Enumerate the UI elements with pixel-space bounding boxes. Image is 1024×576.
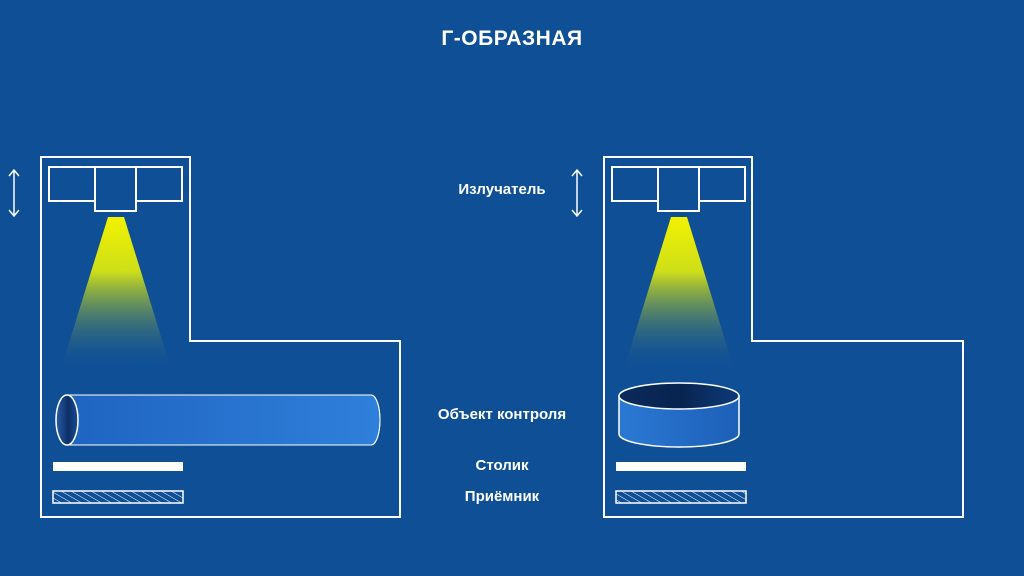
left-emitter xyxy=(48,166,183,212)
left-object-tube xyxy=(55,394,381,446)
left-receiver xyxy=(52,490,184,504)
double-arrow-vertical-icon xyxy=(8,168,20,218)
right-emitter-nozzle xyxy=(657,166,700,212)
right-beam xyxy=(623,217,735,372)
right-object-disk xyxy=(618,382,740,448)
right-disk-top xyxy=(618,382,740,410)
right-emitter xyxy=(611,166,746,212)
right-table xyxy=(616,462,746,471)
left-tube-open-end xyxy=(55,394,79,446)
label-table: Столик xyxy=(475,457,529,474)
double-arrow-vertical-icon xyxy=(571,168,583,218)
label-object: Объект контроля xyxy=(437,406,567,423)
left-beam xyxy=(60,217,172,372)
left-table xyxy=(53,462,183,471)
left-emitter-nozzle xyxy=(94,166,137,212)
label-emitter: Излучатель xyxy=(458,181,546,198)
left-diagram xyxy=(8,156,401,518)
right-l-frame xyxy=(603,156,964,518)
page-title: Г-ОБРАЗНАЯ xyxy=(441,27,583,50)
right-diagram xyxy=(571,156,964,518)
label-receiver: Приёмник xyxy=(464,488,540,505)
right-receiver xyxy=(615,490,747,504)
left-l-frame xyxy=(40,156,401,518)
